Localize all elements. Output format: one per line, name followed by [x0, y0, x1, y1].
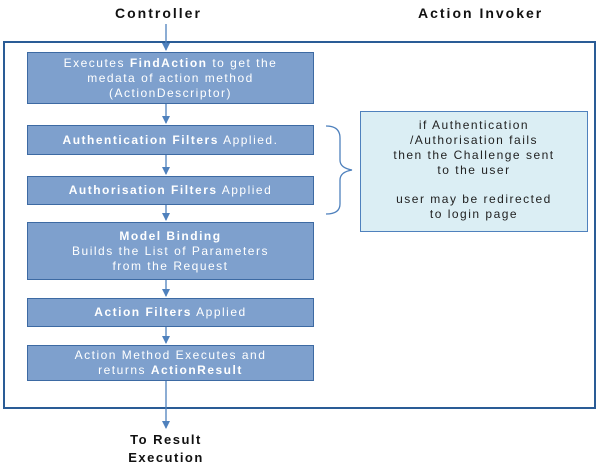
step-find-action-keyword: FindAction — [129, 55, 208, 70]
callout-line6: to login page — [429, 207, 519, 221]
step-action-filters-label: Action Filters Applied — [94, 305, 246, 320]
step-model-binding-line3: from the Request — [112, 258, 229, 273]
step-authorisation-filters: Authorisation Filters Applied — [27, 176, 314, 205]
step-authorisation-filters-rest: Applied — [217, 183, 273, 197]
callout-line5: user may be redirected — [396, 192, 552, 206]
action-invoker-frame — [3, 41, 596, 409]
step-action-method-line2-pre: returns — [98, 363, 151, 377]
callout-line3: then the Challenge sent — [393, 148, 555, 162]
step-authentication-filters: Authentication Filters Applied. — [27, 125, 314, 155]
step-action-filters-rest: Applied — [191, 305, 247, 319]
callout-line4: to the user — [437, 163, 511, 177]
step-authorisation-filters-label: Authorisation Filters Applied — [69, 183, 273, 198]
step-authentication-filters-bold: Authentication Filters — [62, 132, 219, 147]
footer-line1: To Result — [130, 432, 202, 447]
step-find-action-line1: Executes FindAction to get the — [64, 56, 278, 71]
auth-brace-icon — [325, 125, 353, 215]
callout-line2: /Authorisation fails — [409, 133, 539, 147]
step-find-action-line3: (ActionDescriptor) — [108, 85, 233, 100]
footer-line2: Execution — [128, 450, 204, 465]
step-model-binding-line2: Builds the List of Parameters — [72, 243, 269, 258]
result-execution-label: To Result Execution — [108, 431, 224, 467]
controller-header: Controller — [115, 5, 202, 21]
step-action-method-line2: returns ActionResult — [98, 363, 243, 378]
step-authorisation-filters-bold: Authorisation Filters — [68, 183, 218, 197]
step-find-action: Executes FindAction to get the medata of… — [27, 52, 314, 104]
step-action-method-keyword: ActionResult — [150, 363, 243, 377]
step-action-filters-bold: Action Filters — [94, 305, 192, 319]
step-model-binding-title: Model Binding — [119, 228, 222, 243]
step-find-action-line2: medata of action method — [87, 70, 254, 85]
step-action-method-executes: Action Method Executes and returns Actio… — [27, 345, 314, 381]
callout-line1: if Authentication — [418, 118, 530, 132]
action-invoker-header: Action Invoker — [418, 5, 544, 21]
auth-failure-callout: if Authentication /Authorisation fails t… — [360, 111, 588, 232]
step-authentication-filters-label: Authentication Filters Applied. — [63, 133, 279, 148]
step-model-binding: Model Binding Builds the List of Paramet… — [27, 222, 314, 280]
step-find-action-line1-pre: Executes — [63, 55, 130, 70]
step-find-action-line1-post: to get the — [207, 55, 278, 70]
step-authentication-filters-rest: Applied. — [218, 132, 279, 147]
step-action-method-line1: Action Method Executes and — [74, 348, 267, 362]
step-action-filters: Action Filters Applied — [27, 298, 314, 327]
